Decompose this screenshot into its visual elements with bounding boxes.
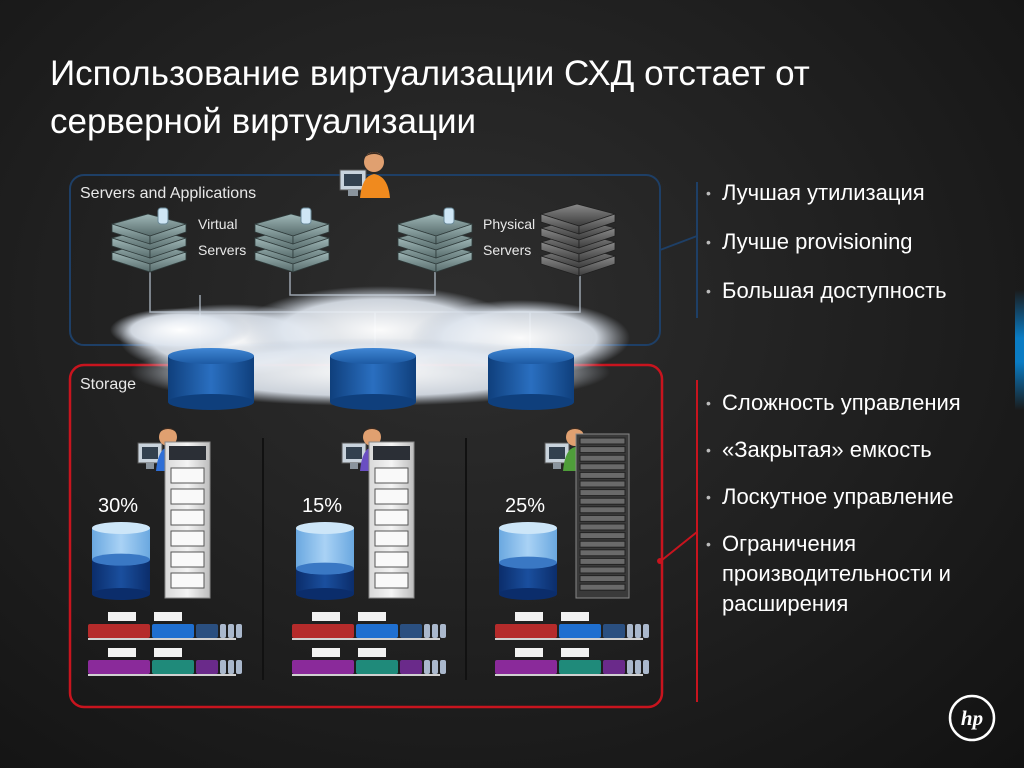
storage-silo: 15% [292,427,446,676]
problem-item: Сложность управления [706,388,1006,418]
storage-rack-icon [164,441,211,599]
problem-item: «Закрытая» емкость [706,435,1006,465]
storage-cylinder [168,348,254,410]
benefit-item: Лучшая утилизация [706,178,1006,208]
utilization-label: 25% [505,495,545,517]
benefits-list: Лучшая утилизация Лучше provisioning Бол… [706,178,1006,325]
slide-title: Использование виртуализации СХД отстает … [50,50,950,146]
title-line-2: серверной виртуализации [50,102,477,141]
storage-silo: 25% [495,427,649,676]
accent-stripe [1015,290,1024,410]
storage-box-label: Storage [80,376,136,393]
disk-shelves-icon [88,612,242,676]
hp-logo: hp [948,694,996,742]
physical-servers-label-2: Servers [483,242,531,258]
storage-rack-icon [368,441,415,599]
storage-cylinder [330,348,416,410]
physical-servers-label-1: Physical [483,216,535,232]
problems-bracket [661,380,698,702]
benefits-bracket [659,182,698,318]
storage-rack-icon [575,433,630,599]
physical-server-stack-icon [539,203,617,277]
virtual-servers-label-1: Virtual [198,216,237,232]
utilization-label: 15% [302,495,342,517]
virtual-server-stack-icon [396,207,474,273]
problems-bracket-dot [657,558,663,564]
utilization-tank [92,522,150,600]
benefit-item: Большая доступность [706,276,1006,306]
problem-item: Лоскутное управление [706,482,1006,512]
utilization-tank [499,522,557,600]
disk-shelves-icon [292,612,446,676]
person-at-computer-icon [339,152,390,198]
virtual-server-stack-icon [253,207,331,273]
svg-text:hp: hp [961,706,983,730]
problem-item: Ограничения производительности и расшире… [706,529,1006,619]
problems-list: Сложность управления «Закрытая» емкость … [706,388,1006,636]
storage-silo: 30% [88,427,242,676]
storage-cylinder [488,348,574,410]
benefit-item: Лучше provisioning [706,227,1006,257]
utilization-label: 30% [98,495,138,517]
servers-box-label: Servers and Applications [80,185,256,202]
utilization-tank [296,522,354,600]
disk-shelves-icon [495,612,649,676]
virtual-servers-label-2: Servers [198,242,246,258]
virtual-server-stack-icon [110,207,188,273]
title-line-1: Использование виртуализации СХД отстает … [50,54,810,93]
